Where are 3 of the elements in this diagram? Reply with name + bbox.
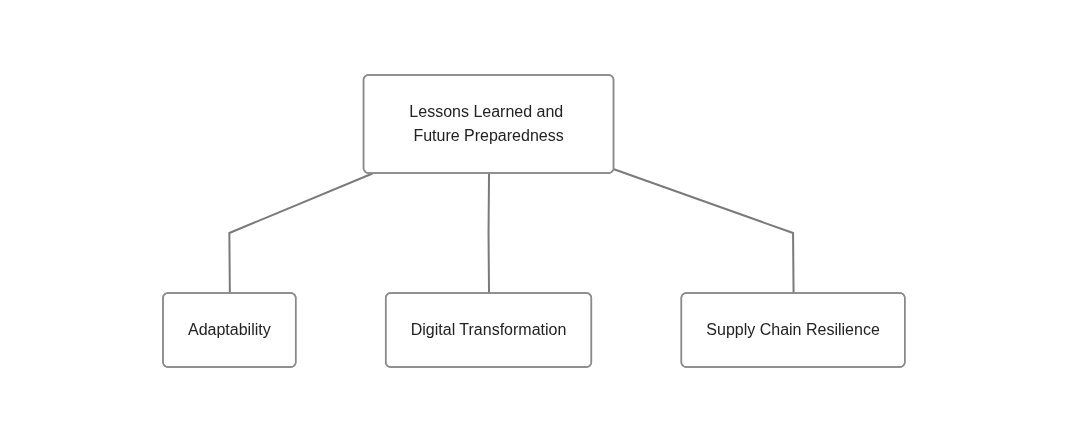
connector — [612, 168, 795, 295]
connector — [227, 172, 374, 295]
connector — [487, 172, 490, 295]
